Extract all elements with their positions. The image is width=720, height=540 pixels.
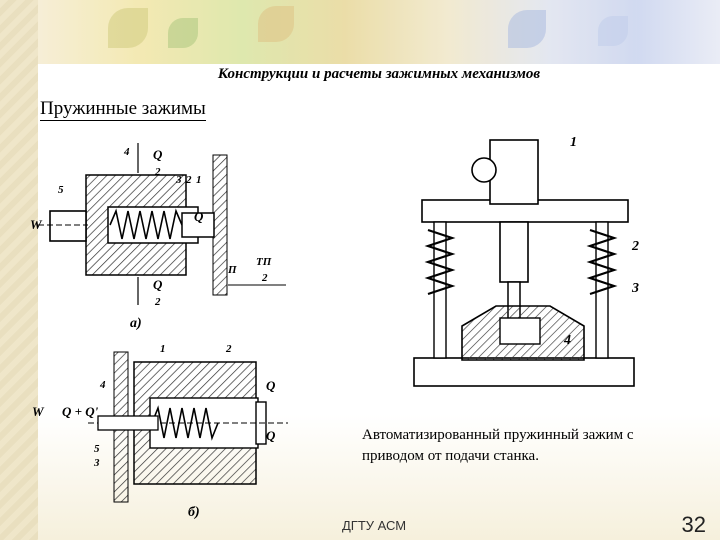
footer-label: ДГТУ АСМ bbox=[342, 518, 407, 533]
spindle-nut bbox=[471, 157, 497, 183]
fig-a-half-bottom: 2 bbox=[154, 296, 161, 308]
leaf-decoration bbox=[258, 6, 294, 42]
figure-a-labels: Q 2 Q 2 Q W 4 3 2 1 5 П ТП 2 а) bbox=[30, 146, 272, 331]
figure-c-drawing bbox=[413, 139, 635, 387]
workpiece bbox=[499, 317, 541, 345]
plunger bbox=[181, 212, 215, 238]
figure-b-labels: W Q + Q' Q Q 1 2 4 5 3 б) bbox=[32, 343, 276, 520]
top-decorative-banner bbox=[38, 0, 720, 64]
fig-a-num-2: 2 bbox=[185, 174, 192, 186]
fig-b-num-5: 5 bbox=[94, 443, 100, 455]
fig-c-num-4: 4 bbox=[563, 333, 571, 348]
machine-base bbox=[413, 357, 635, 387]
fig-a-num-5: 5 bbox=[58, 184, 64, 196]
figure-c-labels: 1 2 3 4 bbox=[563, 135, 639, 348]
leaf-decoration bbox=[108, 8, 148, 48]
fig-a-half-top: 2 bbox=[154, 166, 161, 178]
fig-a-q: Q bbox=[194, 209, 204, 224]
left-spring bbox=[424, 228, 456, 296]
fig-a-caption: а) bbox=[130, 316, 142, 331]
fig-c-num-1: 1 bbox=[570, 135, 577, 150]
fig-b-num-3: 3 bbox=[93, 457, 100, 469]
spring bbox=[151, 405, 219, 441]
fig-b-num-1: 1 bbox=[160, 343, 166, 355]
fig-c-num-2: 2 bbox=[631, 239, 639, 254]
fig-a-num-1: 1 bbox=[196, 174, 202, 186]
rod bbox=[97, 415, 159, 431]
figure-b-drawing bbox=[88, 351, 288, 503]
fig-a-num-3: 3 bbox=[175, 174, 182, 186]
fig-b-num-4: 4 bbox=[99, 379, 106, 391]
fig-b-force: Q + Q' bbox=[62, 404, 99, 419]
fig-c-num-3: 3 bbox=[631, 281, 639, 296]
chuck bbox=[499, 221, 529, 283]
left-decorative-strip bbox=[0, 0, 38, 540]
spring bbox=[109, 208, 183, 240]
slide-header: Конструкции и расчеты зажимных механизмо… bbox=[217, 66, 541, 82]
fig-a-num-4: 4 bbox=[123, 146, 130, 158]
section-title: Пружинные зажимы bbox=[40, 98, 206, 121]
fig-a-q-bottom: Q bbox=[153, 277, 163, 292]
fig-a-w: W bbox=[30, 217, 43, 232]
fig-b-w: W bbox=[32, 404, 45, 419]
leaf-decoration bbox=[598, 16, 628, 46]
fig-b-num-2: 2 bbox=[225, 343, 232, 355]
fig-a-q-top: Q bbox=[153, 147, 163, 162]
fig-a-formula-den: 2 bbox=[261, 272, 268, 284]
fig-b-q-top: Q bbox=[266, 378, 276, 393]
spindle-housing bbox=[489, 139, 539, 205]
page-number: 32 bbox=[681, 512, 706, 537]
figure-caption: Автоматизированный пружинный зажим с при… bbox=[362, 427, 634, 464]
fig-a-formula-left: П bbox=[227, 264, 237, 276]
screw-head bbox=[49, 210, 87, 242]
leaf-decoration bbox=[168, 18, 198, 48]
fig-a-formula-right: ТП bbox=[256, 256, 272, 268]
figure-a-drawing bbox=[38, 143, 286, 305]
leaf-decoration bbox=[508, 10, 546, 48]
fig-b-caption: б) bbox=[188, 505, 200, 520]
right-spring bbox=[586, 228, 618, 296]
fig-b-q-bottom: Q bbox=[266, 428, 276, 443]
